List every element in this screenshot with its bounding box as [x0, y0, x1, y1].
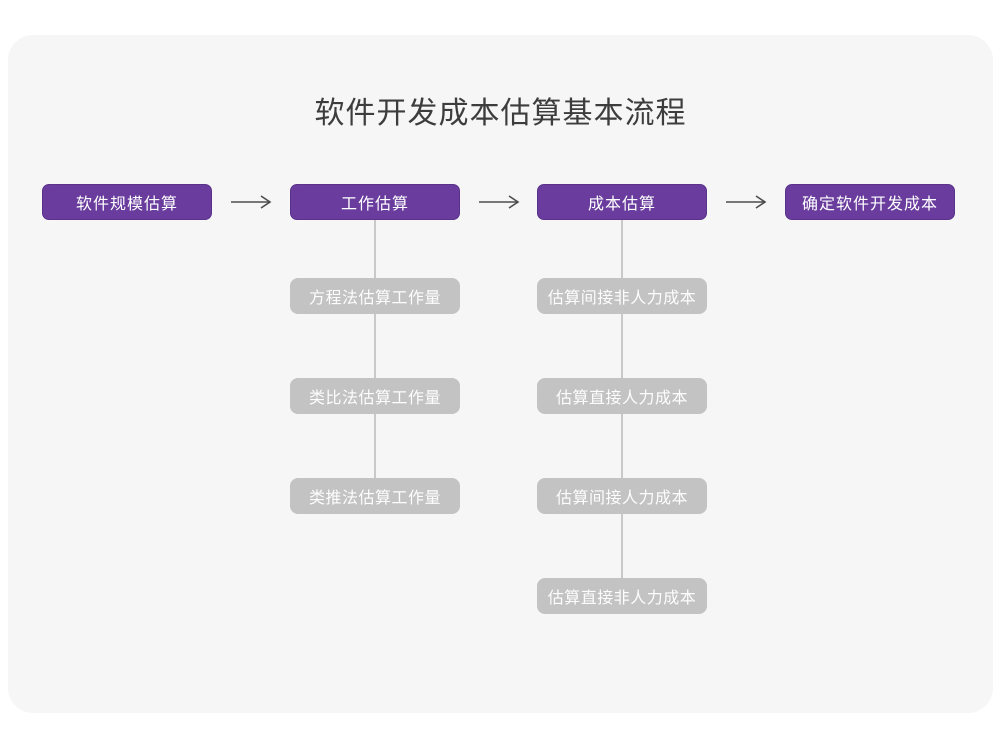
arrow-right-icon: [478, 194, 522, 210]
stage-cost-estimation: 成本估算: [537, 184, 707, 220]
diagram-title: 软件开发成本估算基本流程: [314, 97, 687, 130]
substep-extrapolation-method-workload: 类推法估算工作量: [290, 478, 460, 514]
substep-direct-nonlabor-cost: 估算直接非人力成本: [537, 578, 707, 614]
connector-line-work-estimation: [374, 220, 376, 496]
stage-software-scale-estimation: 软件规模估算: [42, 184, 212, 220]
substep-analogy-method-workload: 类比法估算工作量: [290, 378, 460, 414]
flowchart-card: 软件开发成本估算基本流程 软件规模估算 工作估算 成本估算: [8, 35, 993, 713]
substep-equation-method-workload: 方程法估算工作量: [290, 278, 460, 314]
substep-direct-labor-cost: 估算直接人力成本: [537, 378, 707, 414]
stage-determine-software-dev-cost: 确定软件开发成本: [785, 184, 955, 220]
arrow-right-icon: [725, 194, 769, 210]
substep-indirect-nonlabor-cost: 估算间接非人力成本: [537, 278, 707, 314]
substep-indirect-labor-cost: 估算间接人力成本: [537, 478, 707, 514]
stage-work-estimation: 工作估算: [290, 184, 460, 220]
arrow-right-icon: [230, 194, 274, 210]
